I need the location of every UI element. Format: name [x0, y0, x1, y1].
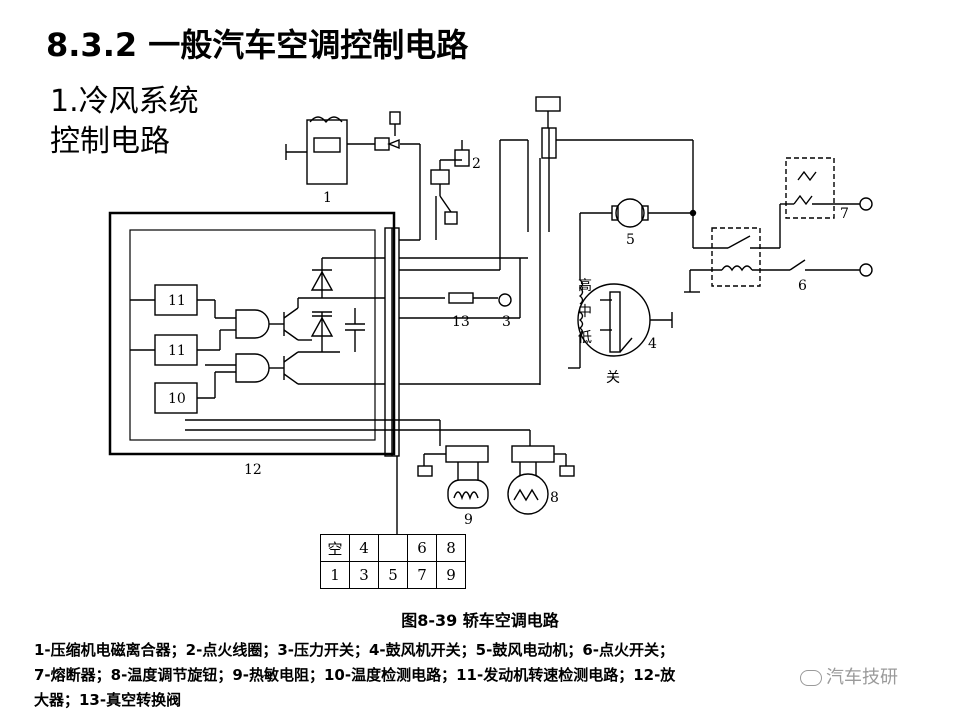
- amplifier-frame: [108, 211, 396, 456]
- box-11-lower-label: 11: [168, 343, 186, 359]
- connector-cell: 9: [436, 561, 466, 589]
- figure-caption: 图8-39 轿车空调电路: [401, 611, 559, 630]
- label-7: 7: [840, 206, 849, 222]
- connector-cell: 1: [320, 561, 350, 589]
- terminal-6: [859, 263, 873, 277]
- label-6: 6: [798, 278, 807, 294]
- wechat-icon: [800, 670, 822, 686]
- subtitle-line-2: 控制电路: [50, 124, 170, 159]
- box-10-label: 10: [168, 391, 186, 407]
- connector-cell: 3: [349, 561, 379, 589]
- label-12: 12: [244, 462, 262, 478]
- section-subtitle: 1.冷风系统 控制电路: [50, 82, 199, 162]
- top-connector: [535, 96, 561, 112]
- figure-legend: 1-压缩机电磁离合器；2-点火线圈；3-压力开关；4-鼓风机开关；5-鼓风电动机…: [34, 638, 934, 713]
- switch-high-label: 高: [578, 277, 592, 294]
- pressure-switch: [498, 293, 512, 307]
- label-5: 5: [626, 232, 635, 248]
- watermark-text: 汽车技研: [826, 667, 898, 688]
- switch-low-label: 低: [578, 330, 592, 346]
- connector-cell: 5: [378, 561, 408, 589]
- legend-line-1: 1-压缩机电磁离合器；2-点火线圈；3-压力开关；4-鼓风机开关；5-鼓风电动机…: [34, 641, 674, 659]
- vacuum-valve: [448, 292, 474, 304]
- amplifier-inner-frame: [129, 229, 376, 441]
- connector-cell: 7: [407, 561, 437, 589]
- sensor-connector-9: [445, 445, 489, 463]
- label-2: 2: [472, 156, 481, 172]
- connector-row-top: 空 4 6 8: [320, 534, 466, 562]
- connector-cell: [378, 534, 408, 562]
- box-11-upper-label: 11: [168, 293, 186, 309]
- subtitle-line-1: 1.冷风系统: [50, 84, 199, 119]
- blower-motor: [615, 198, 645, 228]
- legend-line-3: 大器；13-真空转换阀: [34, 691, 182, 709]
- connector-cell: 空: [320, 534, 350, 562]
- and-gate-upper: [235, 309, 270, 339]
- connector-cell: 4: [349, 534, 379, 562]
- and-gate-lower: [235, 353, 270, 383]
- legend-line-2: 7-熔断器；8-温度调节旋钮；9-热敏电阻；10-温度检测电路；11-发动机转速…: [34, 666, 676, 684]
- label-4: 4: [648, 336, 657, 352]
- label-9: 9: [464, 512, 473, 528]
- label-13: 13: [452, 314, 470, 330]
- label-8: 8: [550, 490, 559, 506]
- sensor-connector-8: [511, 445, 555, 463]
- terminal-7: [859, 197, 873, 211]
- watermark: 汽车技研: [800, 663, 898, 689]
- fuse-box: [785, 157, 835, 219]
- label-3: 3: [502, 314, 511, 330]
- relay-box: [711, 227, 761, 287]
- connector-cell: 6: [407, 534, 437, 562]
- switch-mid-label: 中: [578, 304, 592, 320]
- connector-row-bottom: 1 3 5 7 9: [320, 561, 466, 589]
- temp-knob: [507, 473, 549, 515]
- thermistor: [447, 479, 489, 509]
- page-title: 8.3.2 一般汽车空调控制电路: [46, 26, 469, 64]
- connector-cell: 8: [436, 534, 466, 562]
- connector-table: 空 4 6 8 1 3 5 7 9: [320, 534, 466, 589]
- label-1: 1: [323, 190, 332, 206]
- switch-off-label: 关: [606, 370, 620, 386]
- ignition-coil: [454, 149, 470, 167]
